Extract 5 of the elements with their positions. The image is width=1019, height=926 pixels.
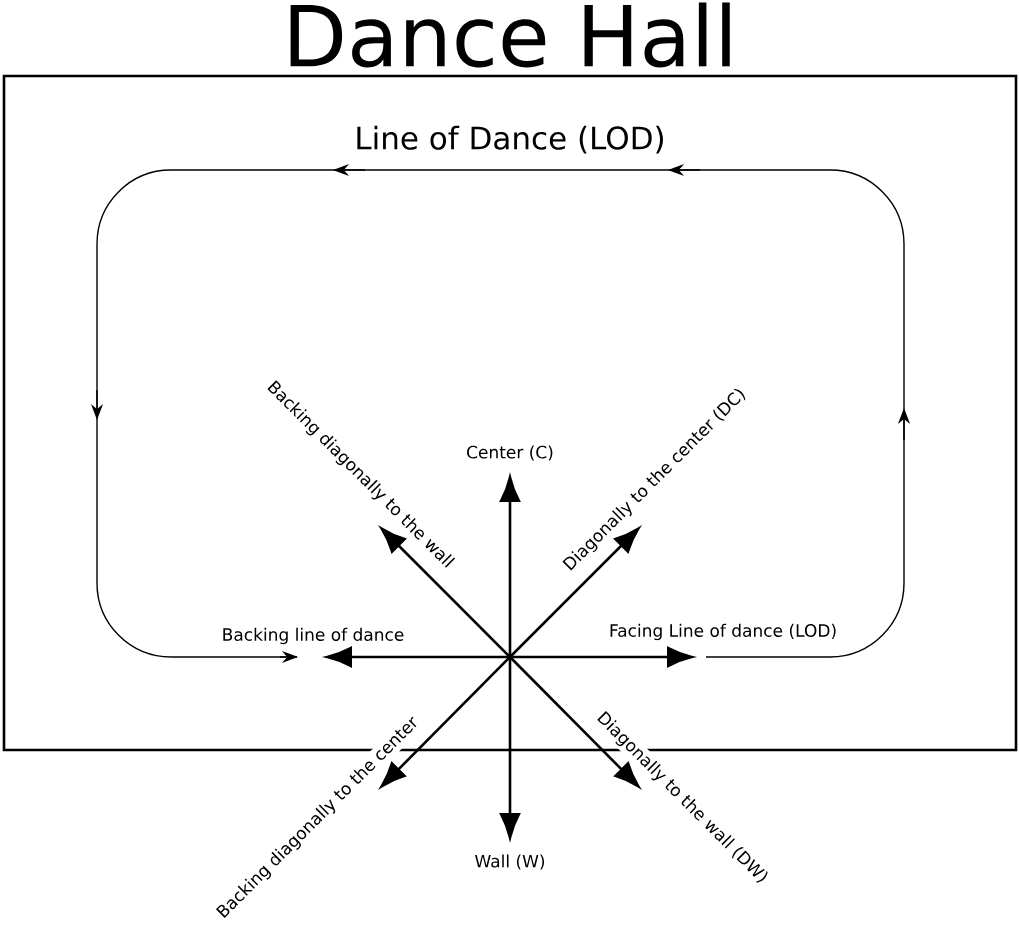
direction-label: Facing Line of dance (LOD) <box>610 623 836 641</box>
direction-label: Wall (W) <box>475 854 545 870</box>
direction-label: Center (C) <box>467 445 553 461</box>
title: Dance Hall <box>290 2 730 68</box>
direction-label: Backing line of dance <box>223 627 404 645</box>
